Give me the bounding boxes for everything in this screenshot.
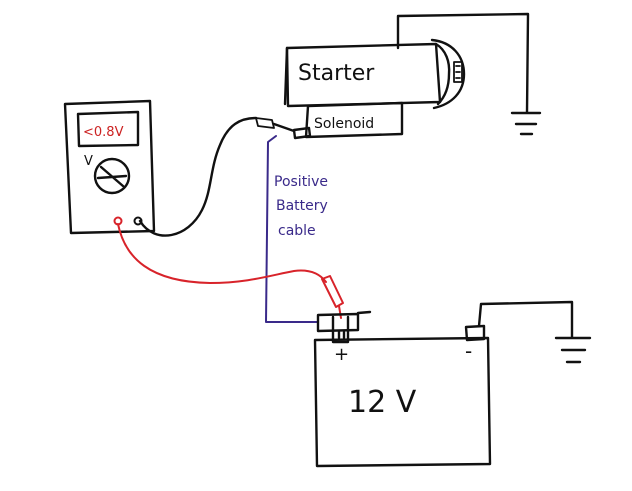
multimeter: <0.8V V [63,99,156,235]
negative-ground-wire [477,300,574,339]
meter-reading: <0.8V [83,125,124,140]
starter-ground-wire [396,12,530,114]
battery-negative-label: - [465,339,472,363]
starter-motor: Starter [283,38,466,110]
selector-dial-icon [93,157,131,195]
solenoid: Solenoid [304,101,404,139]
cable-label-line3: cable [278,223,316,239]
starter-label: Starter [298,61,375,86]
battery: + - 12 V [313,336,492,468]
cable-label-line2: Battery [276,198,328,214]
solenoid-terminal [292,126,312,140]
cable-label-line1: Positive [274,174,328,190]
meter-mode-label: V [84,154,93,169]
red-probe-lead [117,223,344,319]
cable-label: Positive Battery cable [274,174,328,239]
solenoid-label: Solenoid [314,116,374,132]
positive-battery-cable [265,135,319,323]
battery-positive-label: + [334,344,349,365]
black-probe-lead [138,116,296,237]
black-probe-jack [133,216,143,226]
starter-ground-symbol [510,111,542,136]
battery-ground-symbol [554,336,592,364]
battery-voltage-label: 12 V [348,385,417,420]
positive-terminal-clamp [316,310,372,344]
